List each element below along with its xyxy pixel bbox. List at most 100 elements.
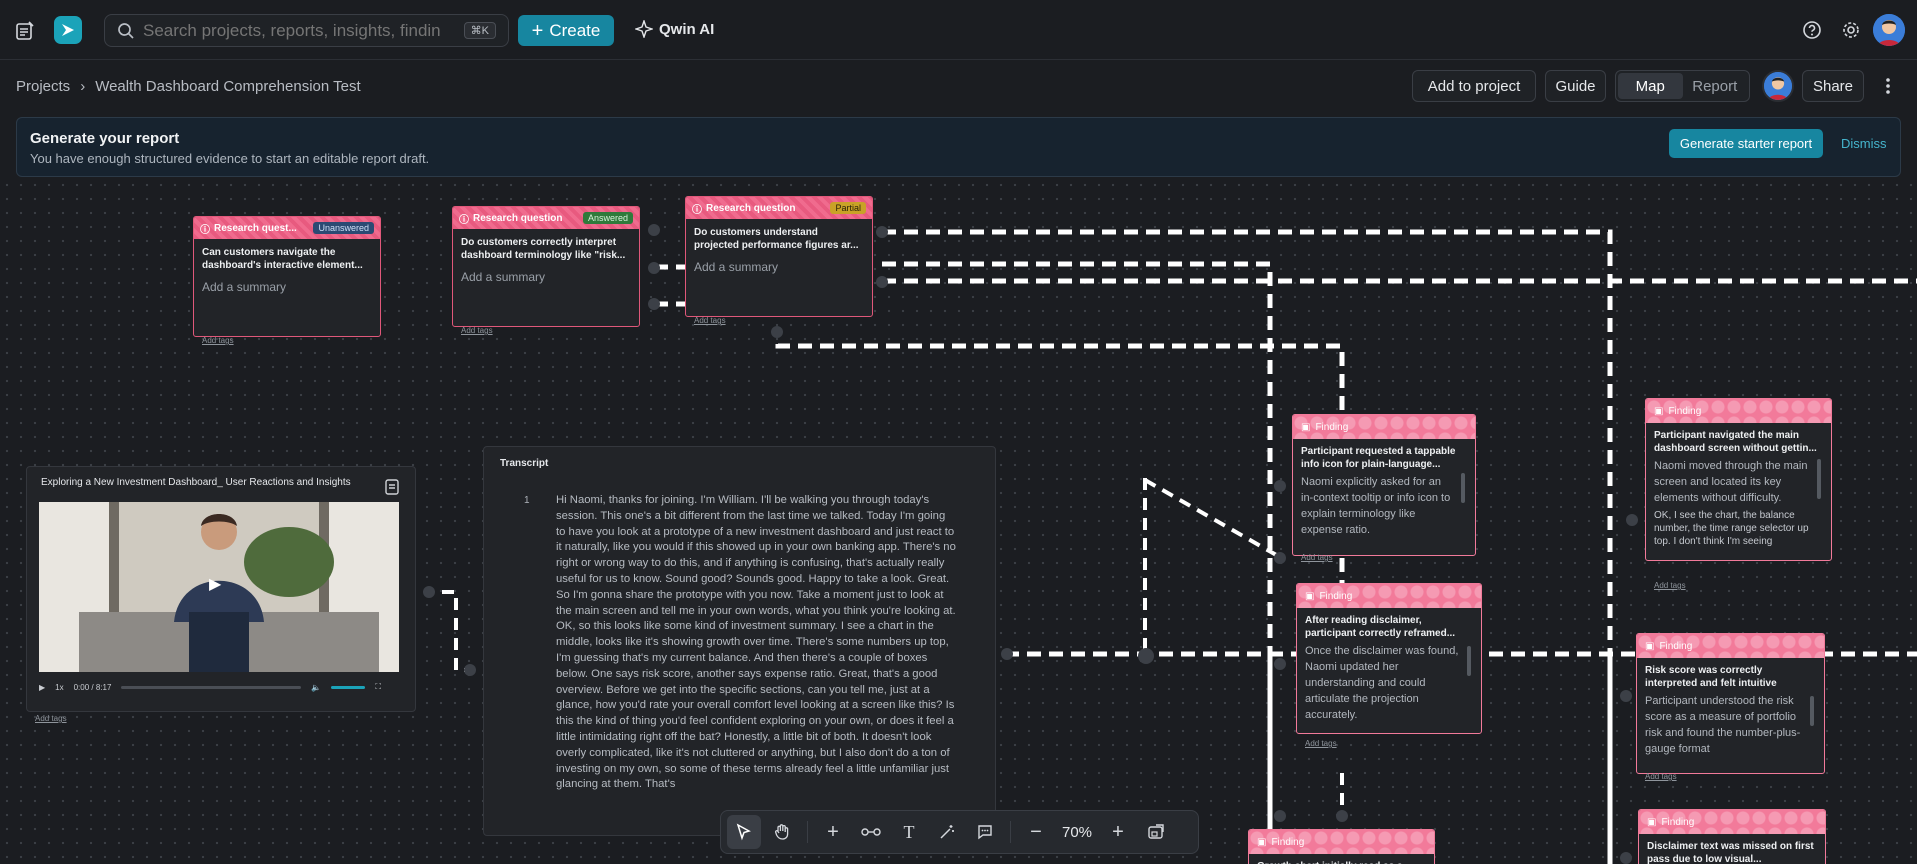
generate-report-button[interactable]: Generate starter report bbox=[1669, 129, 1823, 158]
summary-placeholder[interactable]: Add a summary bbox=[694, 260, 779, 274]
finding-title: Growth chart initially read as a... bbox=[1249, 854, 1434, 864]
comment-icon[interactable] bbox=[968, 815, 1002, 849]
zoom-out-icon[interactable]: − bbox=[1030, 820, 1042, 843]
add-to-project-button[interactable]: Add to project bbox=[1412, 70, 1536, 102]
finding-card[interactable]: ▣ Finding After reading disclaimer, part… bbox=[1296, 583, 1482, 734]
add-tags-link[interactable]: Add tags bbox=[694, 316, 726, 325]
share-button[interactable]: Share bbox=[1802, 70, 1864, 102]
connector-handle[interactable] bbox=[1336, 810, 1348, 822]
connector-handle[interactable] bbox=[876, 276, 888, 288]
summary-placeholder[interactable]: Add a summary bbox=[202, 280, 287, 294]
breadcrumb-separator: › bbox=[80, 78, 86, 95]
finding-card[interactable]: ▣ Finding Growth chart initially read as… bbox=[1248, 829, 1435, 864]
text-tool-icon[interactable]: T bbox=[903, 821, 915, 842]
connector-tool-icon[interactable] bbox=[854, 815, 888, 849]
guide-button[interactable]: Guide bbox=[1545, 70, 1606, 102]
scrollbar[interactable] bbox=[1817, 459, 1821, 499]
magic-wand-icon[interactable] bbox=[930, 815, 964, 849]
add-tags-link[interactable]: Add tags bbox=[1301, 553, 1333, 562]
play-icon[interactable]: ▶ bbox=[209, 576, 222, 593]
connector-handle[interactable] bbox=[1138, 648, 1154, 664]
search-shortcut: ⌘K bbox=[463, 22, 496, 39]
connector-handle[interactable] bbox=[648, 262, 660, 274]
status-badge: Unanswered bbox=[313, 222, 374, 234]
canvas-toolbar: + T − 70% + bbox=[720, 810, 1199, 854]
gear-icon[interactable] bbox=[1840, 19, 1862, 41]
research-question-card[interactable]: ⓘ Research question Answered Do customer… bbox=[452, 206, 640, 327]
connector-handle[interactable] bbox=[1274, 552, 1286, 564]
scrollbar[interactable] bbox=[1467, 646, 1471, 676]
connector-handle[interactable] bbox=[1620, 852, 1632, 864]
research-question-card[interactable]: ⓘ Research quest... Unanswered Can custo… bbox=[193, 216, 381, 337]
video-card[interactable]: Exploring a New Investment Dashboard_ Us… bbox=[26, 466, 416, 712]
add-tags-link[interactable]: Add tags bbox=[1305, 739, 1337, 748]
scrollbar[interactable] bbox=[1461, 473, 1465, 503]
transcript-card[interactable]: Transcript 1 Hi Naomi, thanks for joinin… bbox=[483, 446, 996, 836]
hand-tool-icon[interactable] bbox=[765, 815, 799, 849]
connector-handle[interactable] bbox=[1274, 480, 1286, 492]
connector-handle[interactable] bbox=[423, 586, 435, 598]
finding-card[interactable]: ▣ Finding Participant navigated the main… bbox=[1645, 398, 1832, 561]
status-badge: Answered bbox=[582, 212, 633, 224]
create-label: Create bbox=[549, 20, 601, 40]
play-button-icon[interactable]: ▶ bbox=[39, 682, 46, 692]
tab-map[interactable]: Map bbox=[1618, 73, 1683, 99]
scrollbar[interactable] bbox=[1810, 696, 1814, 726]
qwin-ai-button[interactable]: Qwin AI bbox=[635, 20, 714, 38]
map-canvas[interactable]: ⓘ Research quest... Unanswered Can custo… bbox=[0, 178, 1917, 864]
volume-slider[interactable] bbox=[331, 685, 366, 689]
tab-report[interactable]: Report bbox=[1692, 77, 1738, 95]
plus-icon: + bbox=[531, 19, 544, 42]
volume-icon[interactable]: 🔈 bbox=[311, 682, 322, 692]
create-button[interactable]: + Create bbox=[518, 15, 614, 46]
zoom-level: 70% bbox=[1061, 823, 1093, 841]
finding-title: Participant navigated the main dashboard… bbox=[1654, 430, 1817, 454]
finding-card[interactable]: ▣ Finding Participant requested a tappab… bbox=[1292, 414, 1476, 556]
question-icon: ⓘ bbox=[459, 214, 469, 226]
add-icon[interactable]: + bbox=[827, 820, 839, 843]
speed-control[interactable]: 1x bbox=[55, 682, 64, 692]
transcript-text[interactable]: Hi Naomi, thanks for joining. I'm Willia… bbox=[556, 494, 956, 791]
connector-handle[interactable] bbox=[1274, 658, 1286, 670]
card-type-label: Finding bbox=[1319, 590, 1353, 602]
dismiss-button[interactable]: Dismiss bbox=[1841, 136, 1887, 151]
summary-placeholder[interactable]: Add a summary bbox=[461, 270, 546, 284]
connector-handle[interactable] bbox=[1001, 648, 1013, 660]
add-tags-link[interactable]: Add tags bbox=[35, 714, 67, 723]
add-tags-link[interactable]: Add tags bbox=[1654, 581, 1686, 590]
collaborator-avatar[interactable] bbox=[1762, 70, 1794, 102]
banner-title: Generate your report bbox=[30, 130, 180, 147]
user-avatar[interactable] bbox=[1873, 14, 1905, 46]
add-tags-link[interactable]: Add tags bbox=[202, 336, 234, 345]
zoom-in-icon[interactable]: + bbox=[1112, 820, 1124, 843]
transcript-title: Transcript bbox=[500, 458, 549, 469]
notes-icon[interactable] bbox=[12, 18, 38, 44]
seek-bar[interactable] bbox=[121, 685, 302, 689]
finding-card[interactable]: ▣ Finding Risk score was correctly inter… bbox=[1636, 633, 1825, 774]
connector-handle[interactable] bbox=[1620, 690, 1632, 702]
help-icon[interactable] bbox=[1801, 19, 1823, 41]
finding-icon: ▣ bbox=[1305, 590, 1315, 602]
search-box[interactable]: ⌘K bbox=[104, 14, 509, 47]
connector-handle[interactable] bbox=[771, 326, 783, 338]
connector-handle[interactable] bbox=[464, 664, 476, 676]
add-tags-link[interactable]: Add tags bbox=[1645, 772, 1677, 781]
app-logo[interactable] bbox=[54, 16, 82, 44]
fullscreen-icon[interactable]: ⛶ bbox=[375, 682, 381, 691]
breadcrumb-projects[interactable]: Projects bbox=[16, 78, 71, 95]
video-frame[interactable]: ▶ bbox=[39, 502, 399, 672]
finding-card[interactable]: ▣ Finding Disclaimer text was missed on … bbox=[1638, 809, 1826, 864]
connector-handle[interactable] bbox=[876, 226, 888, 238]
fit-to-screen-icon[interactable] bbox=[1139, 815, 1173, 849]
more-options-icon[interactable] bbox=[1880, 74, 1896, 98]
select-tool-icon[interactable] bbox=[727, 815, 761, 849]
card-type-label: Research quest... bbox=[214, 222, 297, 234]
search-input[interactable] bbox=[143, 20, 443, 41]
note-icon[interactable] bbox=[385, 479, 399, 500]
research-question-card[interactable]: ⓘ Research question Partial Do customers… bbox=[685, 196, 873, 317]
connector-handle[interactable] bbox=[648, 224, 660, 236]
add-tags-link[interactable]: Add tags bbox=[461, 326, 493, 335]
connector-handle[interactable] bbox=[648, 298, 660, 310]
connector-handle[interactable] bbox=[1626, 514, 1638, 526]
connector-handle[interactable] bbox=[1274, 810, 1286, 822]
